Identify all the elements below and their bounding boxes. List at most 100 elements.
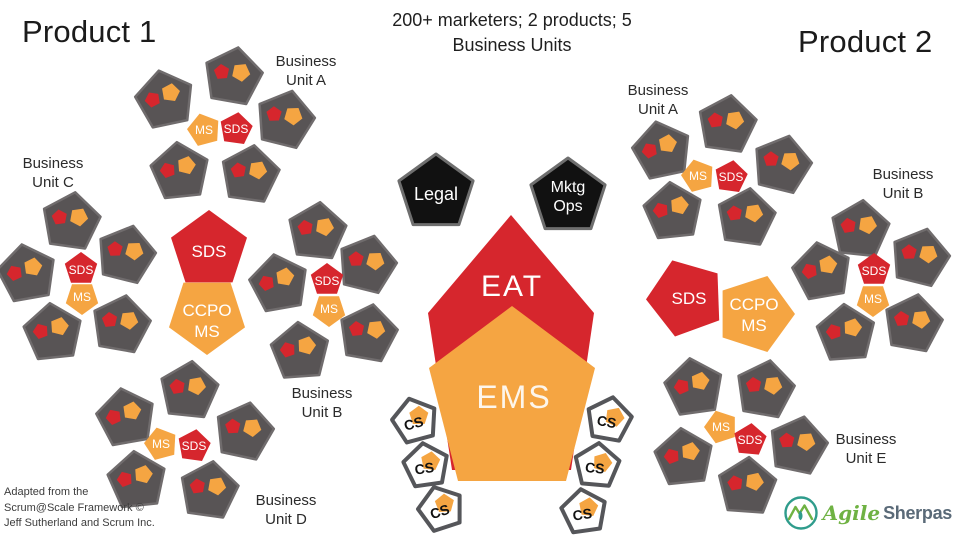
- ms-pentagon: [704, 410, 735, 444]
- legal-label: Legal: [414, 184, 458, 204]
- orange-pentagon-dot-icon: [162, 83, 180, 102]
- orange-pentagon-dot-icon: [125, 243, 144, 261]
- ems-pentagon: [429, 306, 595, 481]
- orange-pentagon-dot-icon: [316, 218, 335, 237]
- mktg-ops-label: Mktg: [551, 179, 586, 196]
- ms-pentagon: [312, 296, 346, 327]
- cluster-label: Unit B: [302, 404, 343, 421]
- mktg-ops-pentagon: [529, 156, 607, 231]
- orange-pentagon-dot-icon: [284, 108, 303, 126]
- orange-pentagon-dot-icon: [671, 196, 689, 215]
- team-pentagon: [205, 46, 264, 106]
- orange-pentagon-dot-icon: [605, 407, 625, 427]
- cluster-label: Unit D: [265, 511, 307, 528]
- cluster-label: Business: [292, 385, 353, 402]
- cs-pentagon: CS: [401, 441, 449, 489]
- ms-label: MS: [195, 123, 213, 137]
- orange-pentagon-dot-icon: [745, 204, 764, 223]
- team-pentagon-shape: [133, 69, 193, 129]
- red-pentagon-dot-icon: [745, 377, 762, 392]
- orange-pentagon-dot-icon: [276, 267, 295, 286]
- team-pentagon-shape: [630, 120, 690, 180]
- orange-pentagon-dot-icon: [409, 405, 429, 424]
- cluster-label: Unit A: [638, 101, 678, 118]
- product1-title: Product 1: [22, 14, 157, 49]
- team-pentagon: [653, 426, 713, 486]
- cluster-label: Business: [256, 492, 317, 509]
- red-pentagon-dot-icon: [169, 378, 185, 394]
- sds-pentagon: [857, 253, 891, 284]
- sds-label: SDS: [315, 274, 340, 288]
- sds-pentagon: [310, 263, 344, 294]
- cluster-label: Unit E: [846, 450, 887, 467]
- team-pentagon-shape: [248, 253, 307, 313]
- team-pentagon: [831, 198, 891, 258]
- ms-label: MS: [73, 290, 91, 304]
- red-pentagon-dot-icon: [673, 379, 689, 395]
- red-pentagon-dot-icon: [144, 92, 160, 108]
- orange-pentagon-dot-icon: [178, 156, 196, 175]
- team-pentagon: [340, 234, 399, 295]
- sds-pentagon: [734, 423, 767, 455]
- cluster-label: Unit B: [883, 185, 924, 202]
- cluster-label: Business: [628, 82, 689, 99]
- ms-label: MS: [712, 420, 730, 434]
- red-pentagon-dot-icon: [105, 409, 121, 426]
- red-pentagon-dot-icon: [213, 64, 230, 79]
- cluster-label: Unit C: [32, 174, 74, 191]
- red-pentagon-dot-icon: [727, 475, 743, 491]
- orange-pentagon-dot-icon: [797, 433, 816, 452]
- orange-pentagon-dot-icon: [746, 472, 764, 491]
- team-pentagon: [630, 120, 690, 180]
- team-pentagon: [248, 253, 307, 313]
- team-pentagon: [0, 243, 55, 303]
- ms-pentagon: [856, 286, 890, 317]
- cs-label: CS: [572, 505, 593, 524]
- sds-pentagon: [715, 160, 748, 192]
- logo-sherpas-text: Sherpas: [883, 502, 952, 523]
- attribution-line: Adapted from the: [4, 486, 89, 498]
- team-pentagon: [642, 180, 702, 240]
- ccpo-label: CCPO: [182, 301, 231, 320]
- orange-pentagon-dot-icon: [70, 208, 89, 227]
- sds-label: SDS: [719, 170, 744, 184]
- orange-pentagon-dot-icon: [919, 246, 938, 264]
- product2-title: Product 2: [798, 24, 933, 59]
- team-pentagon: [95, 387, 154, 447]
- team-pentagon: [42, 191, 102, 250]
- red-pentagon-dot-icon: [258, 275, 274, 292]
- orange-pentagon-dot-icon: [208, 477, 227, 496]
- ms-label: MS: [320, 302, 338, 316]
- ms-label: MS: [741, 316, 767, 335]
- team-pentagon: [770, 415, 830, 475]
- orange-pentagon-dot-icon: [120, 312, 139, 330]
- orange-pentagon-dot-icon: [434, 493, 454, 513]
- orange-pentagon-dot-icon: [51, 317, 69, 336]
- red-pentagon-dot-icon: [279, 342, 295, 358]
- orange-pentagon-dot-icon: [421, 451, 441, 471]
- red-pentagon-dot-icon: [348, 321, 365, 336]
- ms-label: MS: [194, 322, 220, 341]
- ms-pentagon: [65, 284, 99, 315]
- ccpo-label: CCPO: [729, 295, 778, 314]
- cluster-label: Business: [276, 53, 337, 70]
- red-pentagon-dot-icon: [101, 312, 118, 327]
- team-pentagon: [106, 449, 166, 509]
- orange-pentagon-dot-icon: [594, 453, 613, 473]
- team-pentagon: [160, 359, 220, 419]
- ms-label: MS: [152, 437, 170, 451]
- team-pentagon-shape: [0, 243, 55, 303]
- team-pentagon-shape: [95, 387, 154, 447]
- red-pentagon-dot-icon: [801, 263, 817, 280]
- red-pentagon-dot-icon: [893, 311, 910, 326]
- red-pentagon-dot-icon: [107, 241, 123, 256]
- sds-pentagon: [220, 112, 253, 144]
- red-pentagon-dot-icon: [763, 151, 779, 166]
- orange-pentagon-dot-icon: [298, 336, 317, 355]
- cs-label: CS: [596, 412, 618, 431]
